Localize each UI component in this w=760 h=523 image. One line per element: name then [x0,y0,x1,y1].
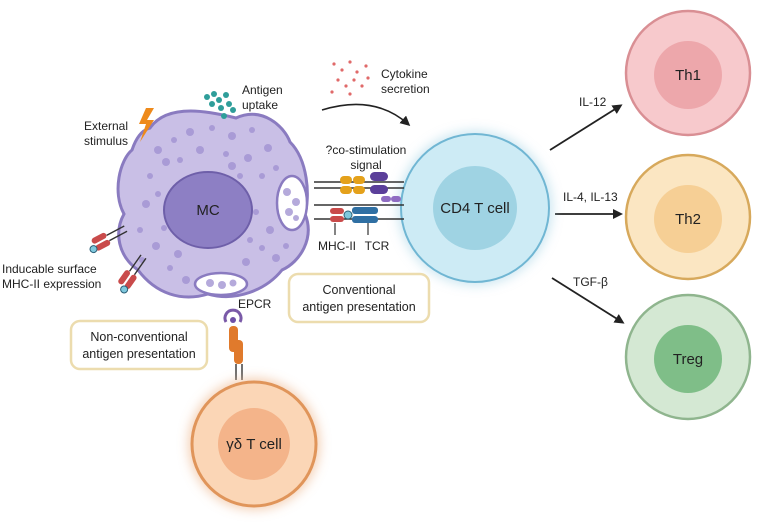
cytokine-secretion-1: Cytokine [381,67,428,81]
granule [182,276,190,284]
granule [266,226,274,234]
granule [209,125,215,131]
mhc2-label: MHC-II [318,239,356,253]
granule [237,173,243,179]
granule [272,254,280,262]
nonconventional-box: Non-conventional antigen presentation [69,319,209,371]
mc-label: MC [196,202,219,219]
cytokine-dots-icon [330,60,370,96]
inducible-label-1: Inducable surface [2,262,97,276]
granule [244,154,252,162]
mc-granules [137,125,289,284]
th2-label: Th2 [675,211,701,228]
granule [186,128,194,136]
nonconventional-label-1: Non-conventional [90,330,187,344]
arrow-to-th1 [549,104,623,151]
granule [152,242,160,250]
granule [228,132,236,140]
mhc-tcr-complex [314,196,404,235]
tcr-label: TCR [365,239,390,253]
granule [264,144,272,152]
granule [228,162,236,170]
lightning-icon [139,108,154,142]
granule [162,158,170,166]
cd4-t-cell: CD4 T cell [400,133,550,283]
granule [242,258,250,266]
granule [174,250,182,258]
external-stimulus-1: External [84,119,128,133]
cd4-label: CD4 T cell [440,200,509,217]
granule [147,173,153,179]
granule [259,173,265,179]
epcr-receptor [223,308,243,380]
granule [137,227,143,233]
th1-cell: Th1 [624,9,752,137]
granule [259,245,265,251]
il4-il13-label: IL-4, IL-13 [563,190,618,204]
granule [223,151,229,157]
granule [161,225,167,231]
granule [253,209,259,215]
granule [155,191,161,197]
mast-cell: MC [116,109,310,299]
surface-mhc2-upper [89,225,128,254]
external-stimulus-2: stimulus [84,134,128,148]
granule [171,137,177,143]
treg-label: Treg [673,351,703,368]
tgfb-label: TGF-β [573,275,608,289]
granule [142,200,150,208]
surface-mhc2-lower [118,254,147,294]
costim-label-1: ?co-stimulation [326,143,407,157]
cytokine-arrow [321,103,411,126]
antigen-uptake-2: uptake [242,98,278,112]
granule [196,146,204,154]
inducible-label-2: MHC-II expression [2,277,101,291]
nonconventional-label-2: antigen presentation [82,347,195,361]
granule [154,146,162,154]
granule [273,165,279,171]
antigen-uptake-1: Antigen [242,83,283,97]
antigen-dots-icon [204,91,236,119]
conventional-box: Conventional antigen presentation [287,272,431,324]
gd-label: γδ T cell [226,436,282,453]
arrow-to-treg [551,277,625,324]
conventional-label-2: antigen presentation [302,300,415,314]
th1-label: Th1 [675,67,701,84]
epcr-label: EPCR [238,297,272,311]
costimulation-complex [314,172,404,194]
gd-t-cell: γδ T cell [190,380,318,508]
granule [247,237,253,243]
costim-label-2: signal [350,158,381,172]
treg-cell: Treg [624,293,752,421]
granule [167,265,173,271]
il12-label: IL-12 [579,95,607,109]
th2-cell: Th2 [624,153,752,281]
granule [249,127,255,133]
cytokine-secretion-2: secretion [381,82,430,96]
granule [177,157,183,163]
conventional-label-1: Conventional [323,283,396,297]
granule [283,243,289,249]
